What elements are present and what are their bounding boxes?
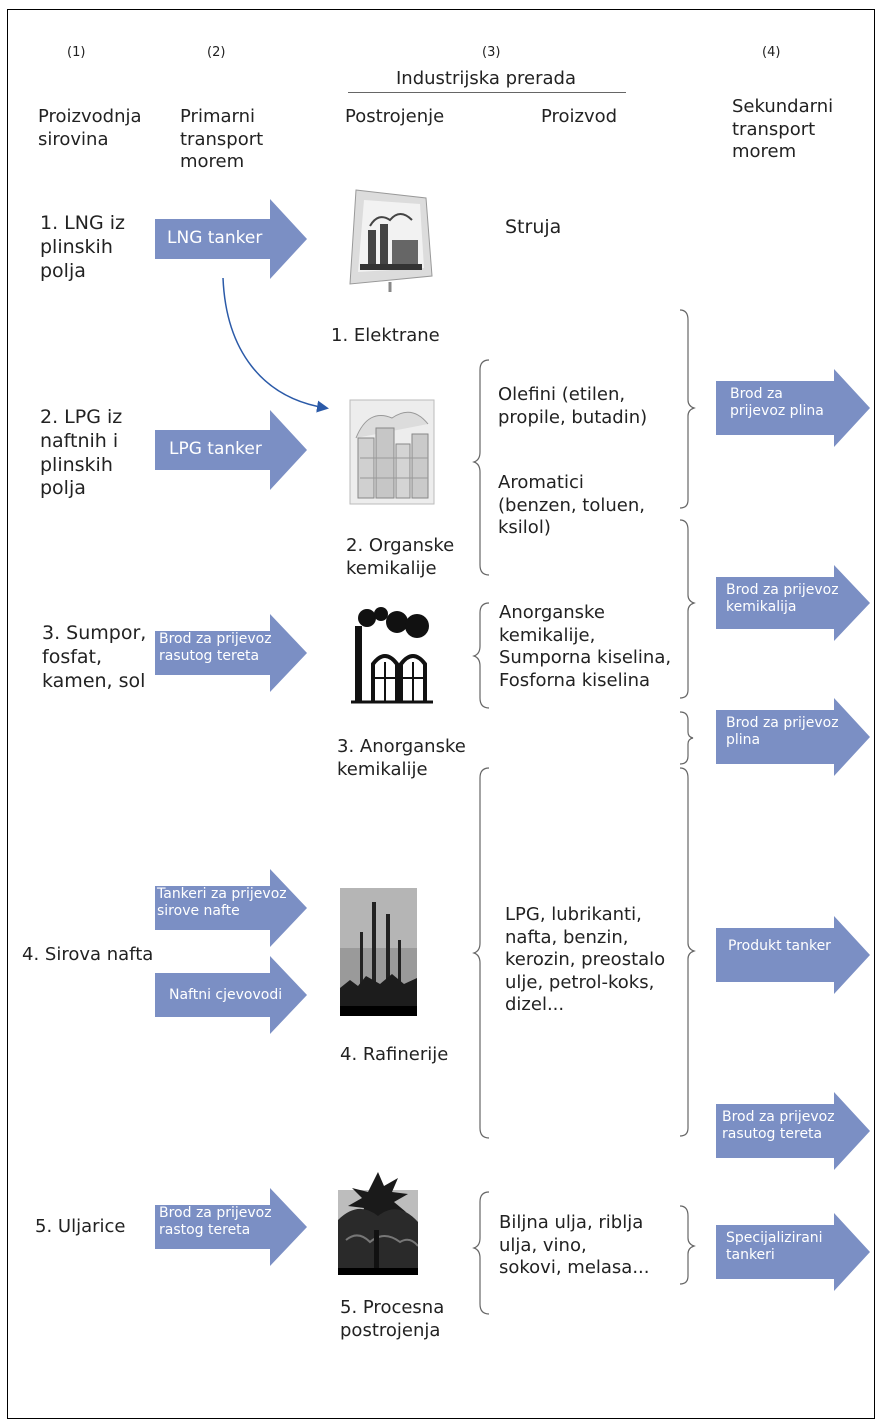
product-processing: Biljna ulja, riblja ulja, vino, sokovi, …: [499, 1212, 650, 1278]
product-refinery: LPG, lubrikanti, nafta, benzin, kerozin,…: [505, 904, 666, 1015]
arrow-bulk-carrier-3: Brod za prijevoz rasutog tereta: [716, 1092, 870, 1170]
raw-crude-oil: 4. Sirova nafta: [22, 944, 154, 965]
arrow-chemical-carrier: Brod za prijevoz kemikalija: [716, 565, 870, 641]
column-number-2: (2): [207, 45, 226, 60]
arrow-bulk-carrier-2: Brod za prijevoz rastog tereta: [155, 1188, 307, 1266]
product-inorganic: Anorganske kemikalije, Sumporna kiselina…: [499, 602, 672, 691]
column-subtitle-product: Proizvod: [541, 106, 618, 127]
raw-oilseeds: 5. Uljarice: [35, 1216, 126, 1237]
organic-chemicals-plant-icon: [348, 398, 436, 506]
product-electricity: Struja: [505, 216, 562, 238]
refinery-icon: [340, 888, 417, 1016]
plant-power: 1. Elektrane: [331, 325, 440, 346]
column-number-4: (4): [762, 45, 781, 60]
arrow-lpg-tanker: LPG tanker: [155, 410, 307, 490]
arrow-lng-tanker: LNG tanker: [155, 199, 307, 279]
plant-inorganic: 3. Anorganske kemikalije: [337, 736, 466, 780]
column-number-3: (3): [482, 45, 501, 60]
diagram-frame: [7, 9, 875, 1419]
column-number-1: (1): [67, 45, 86, 60]
arrow-crude-tankers: Tankeri za prijevoz sirove nafte: [155, 869, 307, 947]
raw-lng: 1. LNG iz plinskih polja: [40, 212, 125, 282]
processing-plant-icon: [338, 1170, 419, 1275]
arrow-gas-carrier-1: Brod za prijevoz plina: [716, 369, 870, 447]
arrow-bulk-carrier-1: Brod za prijevoz rasutog tereta: [155, 614, 307, 692]
header-underline: [348, 92, 626, 93]
plant-refinery: 4. Rafinerije: [340, 1044, 449, 1065]
arrow-specialized-tankers: Specijalizirani tankeri: [716, 1213, 870, 1291]
product-olefins: Olefini (etilen, propile, butadin): [498, 384, 648, 428]
power-plant-icon: [346, 186, 434, 294]
column-title-primary-transport: Primarni transport morem: [180, 106, 264, 172]
column-title-industrial-processing: Industrijska prerada: [396, 68, 577, 89]
product-aromatics: Aromatici (benzen, toluen, ksilol): [498, 472, 645, 538]
inorganic-chemicals-plant-icon: [347, 606, 435, 706]
raw-lpg: 2. LPG iz naftnih i plinskih polja: [40, 406, 123, 500]
raw-sulfur: 3. Sumpor, fosfat, kamen, sol: [42, 622, 147, 692]
column-title-secondary-transport: Sekundarni transport morem: [732, 96, 834, 162]
column-subtitle-plant: Postrojenje: [345, 106, 445, 127]
arrow-product-tanker: Produkt tanker: [716, 916, 870, 994]
plant-processing: 5. Procesna postrojenja: [340, 1297, 445, 1341]
column-title-raw-production: Proizvodnja sirovina: [38, 106, 142, 150]
arrow-gas-carrier-2: Brod za prijevoz plina: [716, 698, 870, 776]
arrow-oil-pipelines: Naftni cjevovodi: [155, 956, 307, 1034]
plant-organic: 2. Organske kemikalije: [346, 535, 455, 579]
